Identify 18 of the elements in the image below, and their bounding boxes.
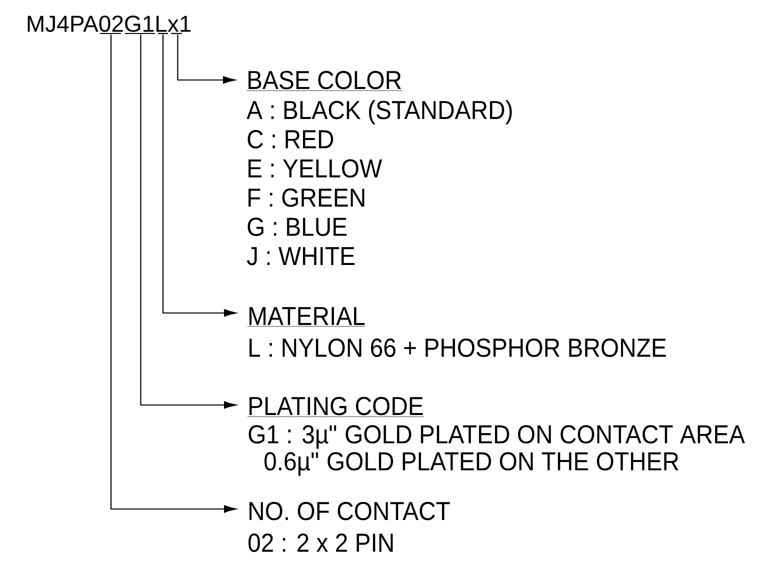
leader-arrow <box>140 34 236 409</box>
leader-arrow <box>110 34 236 513</box>
leader-arrow <box>162 34 236 317</box>
part-number: MJ4PA02G1Lx1 <box>28 16 191 32</box>
code-option: A : BLACK (STANDARD) <box>246 100 512 124</box>
heading: PLATING CODE <box>247 396 424 417</box>
leader-arrow <box>177 34 236 84</box>
code-option: J : WHITE <box>246 247 354 266</box>
heading: BASE COLOR <box>246 70 402 91</box>
code-option: C : RED <box>248 130 334 148</box>
code-option: E : YELLOW <box>248 159 382 178</box>
code-option: F : GREEN <box>248 188 364 207</box>
code-option: L : NYLON 66 + PHOSPHOR BRONZE <box>250 338 666 357</box>
heading: NO. OF CONTACT <box>250 502 450 520</box>
code-option: G1 : 3µ" GOLD PLATED ON CONTACT AREA 0.6µ" GOLD PLATED ON THE OTHER <box>248 425 745 476</box>
code-option: 02 : 2 x 2 PIN <box>248 534 393 552</box>
heading: MATERIAL <box>247 307 366 327</box>
code-option: G : BLUE <box>248 218 347 236</box>
